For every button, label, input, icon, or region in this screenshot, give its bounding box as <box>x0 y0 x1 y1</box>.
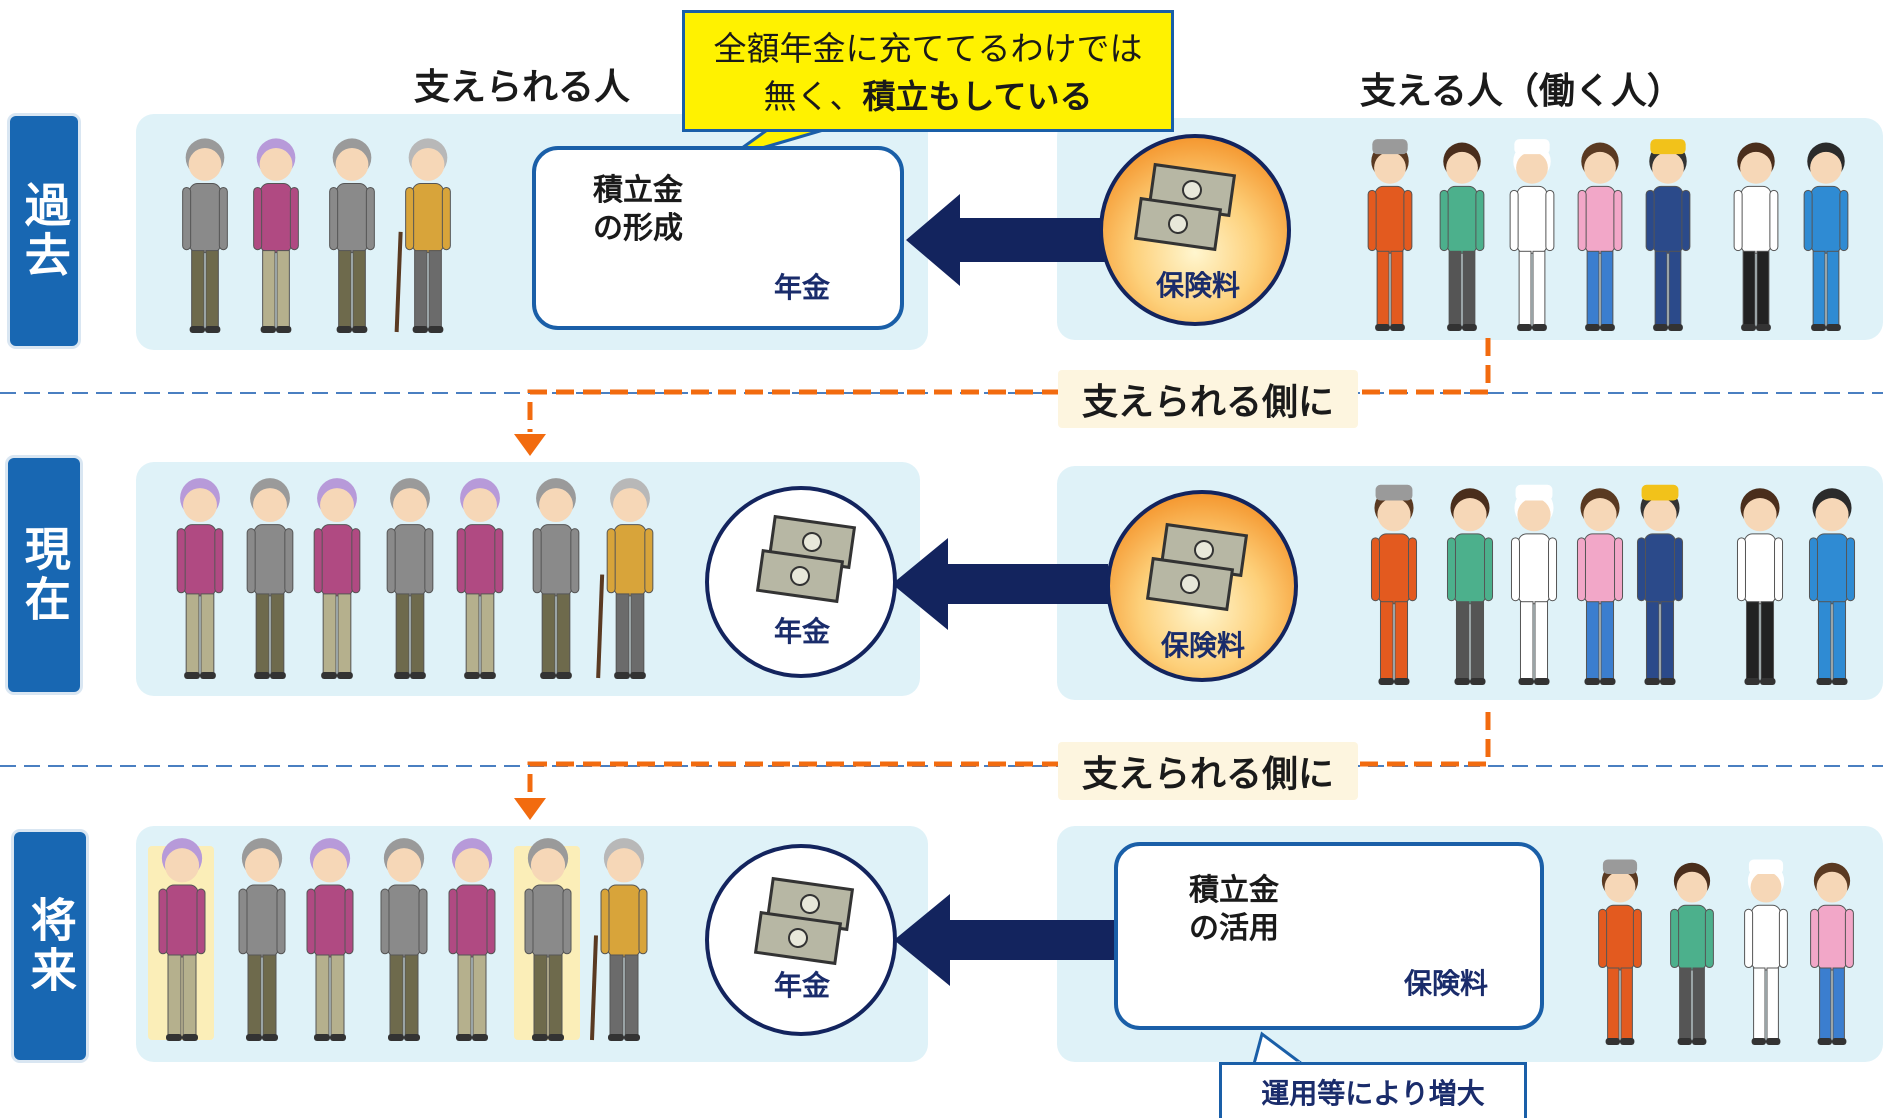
elderly-man-figure <box>380 838 428 1041</box>
chef-figure <box>1509 139 1555 331</box>
reserve-formation-label: 積立金の形成 <box>593 173 683 246</box>
flow-arrow-future <box>894 894 1118 986</box>
callout-line-2-plain: 無く、 <box>763 77 863 116</box>
waiter-figure <box>1733 142 1779 331</box>
present-premium-label: 保険料 <box>1160 629 1245 662</box>
transfer-path-2 <box>527 712 1491 796</box>
flow-arrow-present <box>892 538 1108 630</box>
transfer-arrowhead-2 <box>514 798 546 820</box>
callout-line-2: 無く、積立もしている <box>685 73 1171 121</box>
elderly-man-figure <box>524 838 572 1041</box>
elderly-man-figure <box>532 478 580 679</box>
shop-clerk-figure <box>1577 142 1623 331</box>
reserve-use-label: 積立金の活用 <box>1189 873 1279 946</box>
elderly-woman-figure <box>448 838 496 1041</box>
flow-arrow-past <box>906 194 1106 286</box>
present-pension-label: 年金 <box>773 615 830 648</box>
elderly-man-figure <box>238 838 286 1041</box>
growth-note: 運用等により増大 <box>1219 1062 1527 1118</box>
transfer-path-1 <box>527 338 1491 432</box>
elderly-woman-figure <box>253 138 299 333</box>
elderly-woman-cane-figure <box>596 478 654 679</box>
chainsaw-worker-figure <box>1645 139 1691 331</box>
elderly-woman-figure <box>306 838 354 1041</box>
header-supported: 支えられる人 <box>414 67 631 108</box>
reserve-formation-box <box>532 146 904 330</box>
elderly-man-figure <box>329 138 375 333</box>
chef-figure <box>1744 859 1788 1045</box>
photographer-figure <box>1446 488 1494 685</box>
transfer-tag-1: 支えられる側に <box>1058 370 1358 428</box>
photographer-figure <box>1439 142 1485 331</box>
shop-clerk-figure <box>1810 862 1854 1045</box>
firefighter-figure <box>1367 139 1413 331</box>
waiter-figure <box>1736 488 1784 685</box>
past-pension-label: 年金 <box>773 271 830 304</box>
elderly-woman-figure <box>176 478 224 679</box>
callout-line-2-bold: 積立もしている <box>862 77 1093 116</box>
chef-figure <box>1510 484 1558 685</box>
growth-note-tail <box>1252 1031 1307 1066</box>
banknotes-icon <box>753 876 855 966</box>
fish-vendor-figure <box>1803 142 1849 331</box>
transfer-tag-2: 支えられる側に <box>1058 742 1358 800</box>
fish-vendor-figure <box>1808 488 1856 685</box>
elderly-woman-cane-figure <box>394 138 451 333</box>
past-premium-label: 保険料 <box>1155 269 1240 302</box>
header-supporters: 支える人（働く人） <box>1360 71 1683 112</box>
firefighter-figure <box>1370 484 1418 685</box>
banknotes-icon <box>1145 522 1249 612</box>
elderly-man-figure <box>182 138 228 333</box>
callout-box: 全額年金に充ててるわけでは 無く、積立もしている <box>682 10 1174 132</box>
elderly-woman-figure <box>313 478 361 679</box>
callout-line-1: 全額年金に充ててるわけでは <box>713 29 1143 68</box>
banknotes-icon <box>1133 162 1237 252</box>
future-premium-label: 保険料 <box>1403 967 1488 1000</box>
photographer-figure <box>1670 862 1714 1045</box>
future-pension-label: 年金 <box>773 969 830 1002</box>
era-label-future: 将来 <box>14 832 86 1060</box>
transfer-arrowhead-1 <box>514 434 546 456</box>
chainsaw-worker-figure <box>1636 484 1684 685</box>
elderly-man-figure <box>386 478 434 679</box>
banknotes-icon <box>755 514 857 604</box>
elderly-man-figure <box>246 478 294 679</box>
elderly-woman-figure <box>456 478 504 679</box>
era-label-past: 過去 <box>10 116 78 346</box>
era-label-present: 現在 <box>8 458 80 692</box>
reserve-use-box <box>1114 842 1544 1030</box>
elderly-woman-figure <box>158 838 206 1041</box>
firefighter-figure <box>1598 859 1642 1045</box>
shop-clerk-figure <box>1576 488 1624 685</box>
elderly-woman-cane-figure <box>590 838 648 1041</box>
